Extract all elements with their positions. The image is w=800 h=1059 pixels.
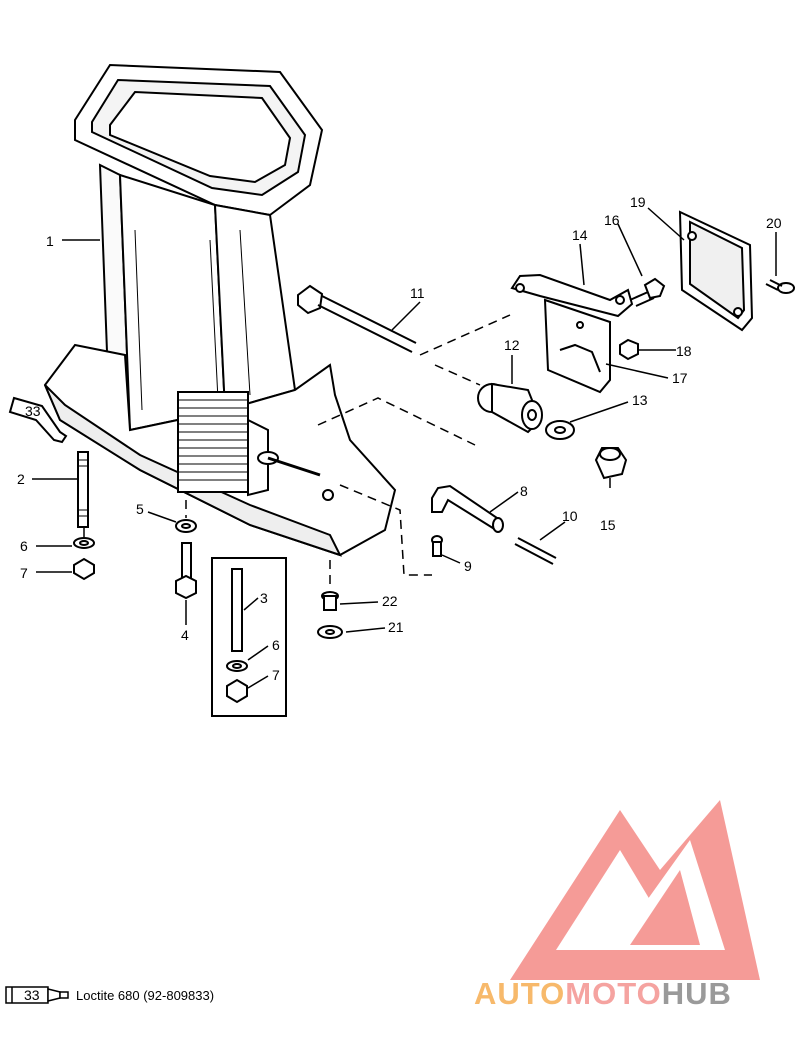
watermark-part-hub: HUB (661, 976, 732, 1011)
callout-11: 11 (410, 285, 425, 301)
callout-7b: 7 (272, 667, 280, 683)
water-tube-8 (431, 484, 504, 533)
legend-text: Loctite 680 (92-809833) (76, 988, 215, 1003)
callout-4: 4 (181, 627, 189, 643)
callout-13: 13 (632, 392, 648, 408)
callout-6b: 6 (272, 637, 280, 653)
driveshaft-housing (43, 63, 397, 557)
callout-22: 22 (382, 593, 398, 609)
watermark-logo (510, 800, 760, 980)
callout-6a: 6 (20, 538, 28, 554)
cap-nut-15 (594, 447, 628, 480)
callout-12: 12 (504, 337, 520, 353)
screw-16 (629, 277, 666, 307)
watermark-part-auto: AUTO (474, 976, 566, 1011)
watermark-part-moto: MOTO (565, 976, 662, 1011)
cover-plate-19 (678, 210, 754, 332)
callout-18: 18 (676, 343, 692, 359)
legend-tube-icon (5, 986, 69, 1004)
nut-7 (73, 557, 95, 581)
leader-lines (32, 207, 777, 689)
callout-9: 9 (464, 558, 472, 574)
callout-7a: 7 (20, 565, 28, 581)
bushing-22 (321, 591, 339, 611)
rubber-mount-12 (477, 382, 543, 434)
watermark-text: AUTOMOTOHUB (474, 976, 732, 1012)
screw-20 (765, 279, 795, 294)
callout-2: 2 (17, 471, 25, 487)
through-bolt-11 (297, 284, 417, 353)
callout-15: 15 (600, 517, 616, 533)
callout-10: 10 (562, 508, 578, 524)
stud-part-2 (8, 396, 89, 528)
callout-14: 14 (572, 227, 588, 243)
callout-17: 17 (672, 370, 688, 386)
inset-box (211, 557, 287, 717)
nut-18 (619, 338, 639, 361)
assembly-lines (83, 314, 511, 588)
mount-bracket-14 (510, 273, 634, 318)
legend-tube-marker: 33 (24, 987, 40, 1003)
callout-21: 21 (388, 619, 404, 635)
callout-19: 19 (630, 194, 646, 210)
callout-8: 8 (520, 483, 528, 499)
callout-3: 3 (260, 590, 268, 606)
callout-20: 20 (766, 215, 782, 231)
loctite-tube-marker: 33 (25, 403, 41, 419)
fitting-9 (431, 535, 443, 557)
callout-5: 5 (136, 501, 144, 517)
clamp-plate-17 (543, 298, 611, 394)
spring-10 (514, 537, 557, 565)
stud-3 (231, 568, 243, 652)
callout-1: 1 (46, 233, 54, 249)
callout-16: 16 (604, 212, 620, 228)
